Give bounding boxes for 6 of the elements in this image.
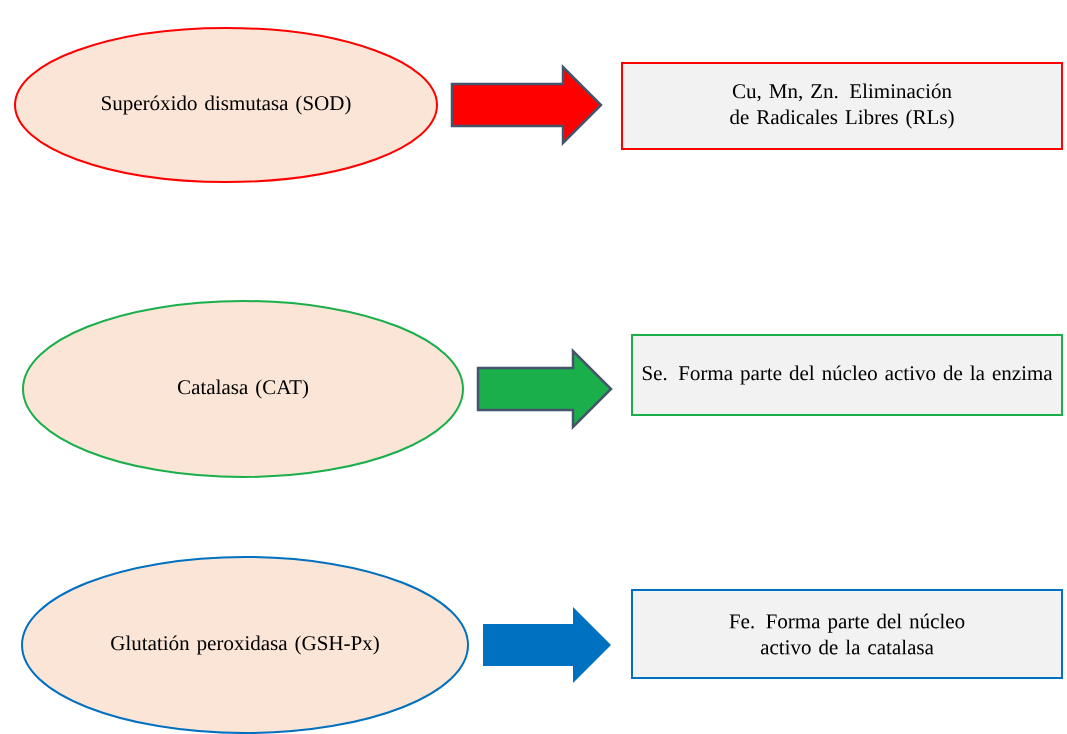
text-box: Cu, Mn, Zn. Eliminación de Radicales Libres (RLs) — [621, 62, 1063, 150]
block-arrow — [483, 607, 611, 683]
text-box: Fe. Forma parte del núcleo activo de la catalasa — [631, 589, 1063, 679]
block-arrow — [450, 64, 603, 146]
block-arrow — [476, 348, 613, 431]
text-box: Se. Forma parte del núcleo activo de la enzima — [631, 334, 1063, 416]
